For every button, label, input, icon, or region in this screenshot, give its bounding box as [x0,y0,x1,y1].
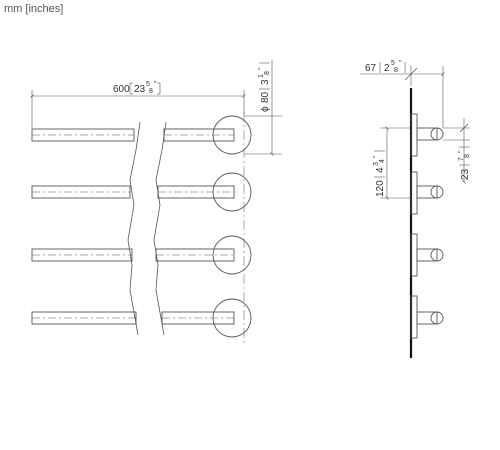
side-view [360,66,470,358]
svg-text:80: 80 [260,91,271,103]
svg-text:4: 4 [379,159,386,163]
svg-text:8: 8 [264,71,271,75]
svg-text:": " [373,155,380,158]
svg-text:": " [399,60,402,67]
svg-text:4: 4 [375,167,386,173]
wall-rosette-4 [212,298,252,338]
svg-text:23: 23 [460,168,471,180]
side-arm-1 [416,127,444,141]
wall-rosette-3 [212,235,252,275]
svg-text:": " [258,67,265,70]
break-line-left [127,121,141,336]
width-dimension-label: 600 23 5 8 " [113,81,161,95]
svg-text:": " [458,150,465,153]
svg-text:23: 23 [134,84,146,95]
svg-text:600: 600 [113,84,130,95]
diameter-dimension-label: ϕ 80 3 1 8 " [258,62,271,112]
svg-text:67: 67 [365,63,377,74]
svg-text:2: 2 [384,63,390,74]
side-arm-2 [416,185,444,199]
towel-bar-2 [31,172,252,212]
units-label: mm [inches] [4,3,64,15]
front-view [30,60,282,345]
svg-text:5: 5 [391,60,395,67]
side-arm-4 [416,311,444,325]
towel-bar-1 [31,115,252,155]
spacing-dimension-label: 120 4 3 4 " [373,150,386,197]
depth-dimension-label: 67 2 5 8 " [365,60,406,74]
svg-text:3: 3 [373,162,380,166]
svg-text:8: 8 [149,88,153,95]
break-line-right [153,121,167,336]
svg-text:7: 7 [458,157,465,161]
svg-text:3: 3 [260,79,271,85]
wall-rosette-2 [212,172,252,212]
svg-text:8: 8 [464,154,471,158]
svg-text:120: 120 [375,180,386,197]
svg-text:": " [154,81,157,88]
towel-bar-3 [31,235,252,275]
svg-text:8: 8 [394,67,398,74]
side-arm-3 [416,248,444,262]
towel-bar-4 [31,298,252,338]
svg-text:5: 5 [146,81,150,88]
svg-text:ϕ: ϕ [260,106,271,112]
wall-rosette-1 [212,115,252,155]
bar-dimension-label: 23 7 8 " [458,146,471,180]
svg-text:1: 1 [258,74,265,78]
